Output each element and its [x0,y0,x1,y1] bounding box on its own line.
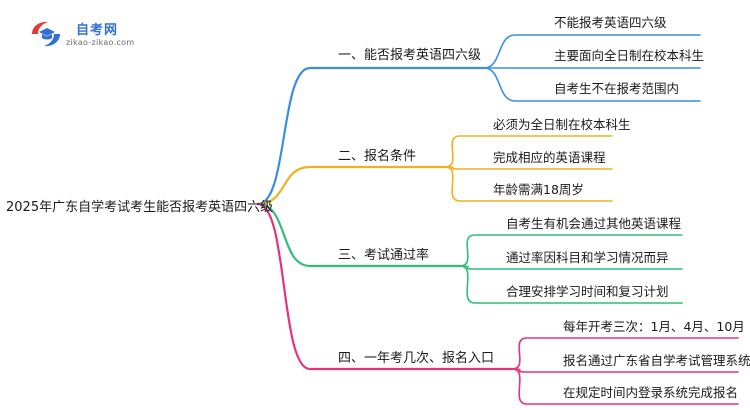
branch-2-leaf-1: 必须为全日制在校本科生 [493,117,631,132]
logo: 自考网 zikao-zikao.com [30,18,160,52]
branch-3-leaf-3-connector [459,265,683,304]
branch-3-leaf-3: 合理安排学习时间和复习计划 [506,284,669,299]
graduation-cap-icon [32,21,60,47]
branch-1-leaf-1-connector [483,34,701,69]
branch-3-leaf-2-connector [459,265,683,270]
branch-3-leaf-2: 通过率因科目和学习情况而异 [506,250,669,265]
branch-1-leaf-2: 主要面向全日制在校本科生 [554,48,705,63]
branch-2-connector [256,165,447,206]
branch-4-leaf-2: 报名通过广东省自学考试管理系统 [563,353,750,368]
branch-2-leaf-3-connector [444,166,613,202]
branch-2-label: 二、报名条件 [338,149,417,164]
branch-2-leaf-2-connector [444,166,613,170]
branch-4-label: 四、一年考几次、报名入口 [338,351,495,366]
branch-1-leaf-3-connector [483,67,701,102]
branch-3-label: 三、考试通过率 [338,248,430,263]
branch-3-leaf-1-connector [459,234,683,267]
root-topic: 2025年广东自学考试考生能否报考英语四六级 [6,200,274,215]
branch-4-leaf-1-connector [511,337,739,370]
branch-4-leaf-3: 在规定时间内登录系统完成报名 [563,385,739,400]
branch-3-connector [256,202,462,268]
logo-url: zikao-zikao.com [66,38,135,47]
branch-4-leaf-2-connector [511,368,739,373]
logo-title: 自考网 [76,23,119,38]
branch-3-leaf-1: 自考生有机会通过其他英语课程 [506,216,682,231]
branch-1-leaf-3: 自考生不在报考范围内 [554,81,680,96]
branch-2-leaf-2: 完成相应的英语课程 [493,150,606,165]
branch-1-connector [256,66,486,206]
branch-1-leaf-1: 不能报考英语四六级 [554,15,667,30]
branch-4-connector [256,202,514,371]
branch-4-leaf-3-connector [511,368,739,405]
branch-2-leaf-1-connector [444,135,613,168]
branch-4-leaf-1: 每年开考三次：1月、4月、10月 [563,319,745,334]
branch-2-leaf-3: 年龄需满18周岁 [493,182,584,197]
branch-1-label: 一、能否报考英语四六级 [338,48,482,63]
